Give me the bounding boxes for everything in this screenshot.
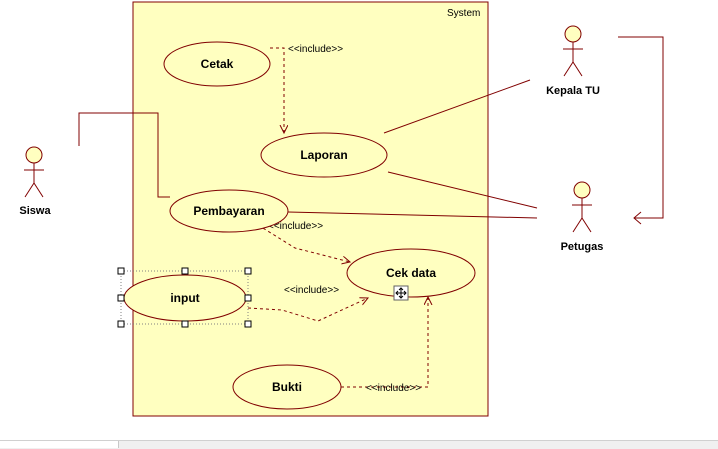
include-dependencies: [247, 47, 428, 388]
use-case-cetak[interactable]: Cetak: [163, 41, 271, 87]
include-line-bukti-cekdata[interactable]: [341, 297, 428, 388]
use-case-laporan-label: Laporan: [300, 148, 347, 162]
actor-siswa[interactable]: [24, 146, 44, 198]
include-label-bukti-cekdata: <<include>>: [366, 383, 421, 394]
actor-kepala-tu[interactable]: [563, 25, 583, 77]
use-case-input-label: input: [170, 291, 199, 305]
use-case-pembayaran-label: Pembayaran: [193, 204, 264, 218]
selection-handles[interactable]: [117, 267, 252, 328]
actor-siswa-label: Siswa: [19, 205, 51, 217]
diagram-tab[interactable]: [0, 441, 119, 448]
generalization-petugas-kepalatu[interactable]: [618, 36, 664, 219]
actor-petugas-label: Petugas: [561, 241, 604, 253]
include-label-pembayaran-cekdata: <<include>>: [268, 221, 323, 232]
association-kepalatu-laporan[interactable]: [383, 79, 531, 134]
include-label-input-cekdata: <<include>>: [284, 285, 339, 296]
include-line-pembayaran-cekdata[interactable]: [257, 224, 350, 262]
actor-petugas[interactable]: [572, 181, 592, 233]
generalization-arrowhead: [633, 211, 642, 225]
associations: [78, 36, 664, 225]
actor-kepala-tu-label: Kepala TU: [546, 85, 600, 97]
use-case-cek-data-label: Cek data: [386, 266, 436, 280]
use-case-bukti-label: Bukti: [272, 380, 302, 394]
include-label-cetak-laporan: <<include>>: [288, 44, 343, 55]
use-case-cek-data[interactable]: Cek data: [346, 248, 476, 298]
use-case-pembayaran[interactable]: Pembayaran: [169, 189, 289, 233]
association-pembayaran-petugas[interactable]: [287, 211, 538, 219]
use-case-input[interactable]: input: [117, 267, 252, 328]
move-cursor-icon: [393, 285, 409, 301]
system-label: System: [447, 8, 480, 19]
association-laporan-petugas[interactable]: [387, 171, 538, 209]
use-case-cetak-label: Cetak: [201, 57, 234, 71]
use-case-laporan[interactable]: Laporan: [260, 132, 388, 178]
use-case-bukti[interactable]: Bukti: [232, 364, 342, 410]
status-bar: [0, 440, 718, 449]
association-siswa-pembayaran[interactable]: [78, 112, 170, 198]
include-line-cetak-laporan[interactable]: [270, 47, 284, 133]
